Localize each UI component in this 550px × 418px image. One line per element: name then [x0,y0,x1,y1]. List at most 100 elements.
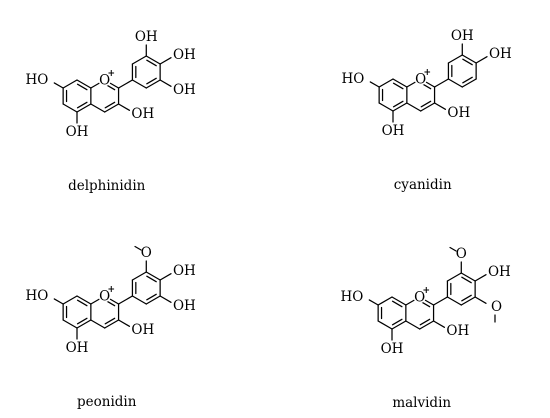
cyanidin-oh-3p-label: OH [451,28,474,44]
ring-oxygen-mask [98,289,111,303]
ring-oxygen-mask [98,73,111,87]
malvidin-ringA-double [391,318,403,326]
cyanidin-ringC-bond [406,102,422,112]
delphinidin-ringB-bond [131,79,147,89]
ring-oxygen-label: O [99,289,110,305]
cyanidin-oh-5-label: OH [382,123,405,139]
delphinidin-oh-7-label: HO [25,72,48,88]
peonidin-oh-4p-label: OH [173,263,196,279]
peonidin-ringC-bond [90,319,106,329]
peonidin-methoxy-3p-methyl-bond [134,245,142,251]
peonidin-oh-3-label: OH [131,322,154,338]
peonidin-ringA-double [76,299,88,307]
malvidin-ringC-double [419,318,431,326]
cyanidin-inter-ring-bond [433,78,450,88]
ring-oxygen-label: O [99,73,110,89]
delphinidin-oh-3-label: OH [131,106,154,122]
delphinidin-oh4p-bond [159,57,172,65]
delphinidin-ringB-double [146,59,157,67]
peonidin-ringC-double [104,317,116,325]
cyanidin-ringB-double [462,58,473,66]
delphinidin-inter-ring-bond [117,79,134,89]
malvidin-ringC-bond [405,320,421,330]
cyanidin-oh3-bond [433,102,447,110]
delphinidin-ringB-bond [131,55,147,65]
ring-oxygen-label: O [414,290,425,306]
malvidin-ringB-double [461,294,472,302]
malvidin-methoxy-5p-oxygen: O [491,299,502,315]
malvidin-ringB-bond [460,272,476,282]
malvidin-oh7-bond [368,299,379,306]
malvidin-ringB-double [461,276,472,284]
peonidin-ringA-bond [62,319,78,329]
cyanidin-ringA-bond [392,102,408,112]
malvidin-oh-4p-label: OH [488,264,511,280]
delphinidin-structure: O+ HO OH OH OH OH OH delphinidin [25,29,196,194]
cyanidin-ringA-bond [378,102,394,112]
ring-oxygen-mask [413,290,426,304]
cyanidin-oh-4p-label: OH [489,46,512,62]
positive-charge: + [107,69,115,79]
malvidin-oh4p-bond [474,274,487,282]
cyanidin-ringA-double [392,82,404,90]
cyanidin-oh-3-label: OH [447,105,470,121]
delphinidin-oh-5p-label: OH [173,82,196,98]
positive-charge: + [107,285,115,295]
cyanidin-ringB-bond [461,54,477,64]
peonidin-ringC-bond [104,319,120,329]
malvidin-ringA-bond [391,296,407,306]
delphinidin-ringB-bond [145,55,161,65]
delphinidin-ringC-double [104,101,116,109]
cyanidin-ringB-bond [447,78,463,88]
peonidin-ringB-double [146,293,157,301]
delphinidin-ringC-bond [90,103,106,113]
peonidin-oh3-bond [117,319,131,327]
cyanidin-ringA-bond [392,78,408,88]
delphinidin-ringB-bond [145,79,161,89]
peonidin-ringB-double [146,275,157,283]
peonidin-oh-7-label: HO [25,288,48,304]
malvidin-methoxy-3p-methyl-bond [449,246,457,252]
delphinidin-ringA-bond [76,103,92,113]
peonidin-ringA-double [76,317,88,325]
peonidin-ringA-bond [76,319,92,329]
malvidin-ringA-bond [377,296,393,306]
delphinidin-oh-4p-label: OH [173,47,196,63]
malvidin-oh-5-label: OH [381,341,404,357]
delphinidin-ringA-double [76,83,88,91]
malvidin-oh-3-label: OH [446,323,469,339]
malvidin-methoxy-3p-oxygen: O [456,246,467,262]
malvidin-ringB-bond [460,296,476,306]
delphinidin-oh-5-label: OH [66,124,89,140]
peonidin-oh7-bond [53,298,64,305]
peonidin-ringA-bond [62,295,78,305]
peonidin-ringB-bond [131,271,147,281]
malvidin-oh3-bond [432,320,446,328]
malvidin-o5p-bond [474,296,487,304]
peonidin-methoxy-3p-oxygen: O [141,245,152,261]
delphinidin-oh-3p-label: OH [135,29,158,45]
cyanidin-oh7-bond [369,81,380,88]
peonidin-oh-5-label: OH [66,340,89,356]
positive-charge: + [422,286,430,296]
peonidin-oh-5p-label: OH [173,298,196,314]
delphinidin-ringA-bond [62,103,78,113]
ring-oxygen-label: O [415,72,426,88]
delphinidin-ringC-bond [104,103,120,113]
peonidin-ringB-bond [145,271,161,281]
cyanidin-ringB-bond [447,54,463,64]
malvidin-ringA-bond [391,320,407,330]
delphinidin-name-label: delphinidin [68,178,146,194]
cyanidin-oh4p-bond [475,56,488,64]
peonidin-ringB-bond [145,295,161,305]
peonidin-ringA-bond [76,295,92,305]
delphinidin-ringA-double [76,101,88,109]
peonidin-inter-ring-bond [117,295,134,305]
malvidin-ringC-bond [419,320,435,330]
peonidin-oh4p-bond [159,273,172,281]
malvidin-ringA-double [391,300,403,308]
